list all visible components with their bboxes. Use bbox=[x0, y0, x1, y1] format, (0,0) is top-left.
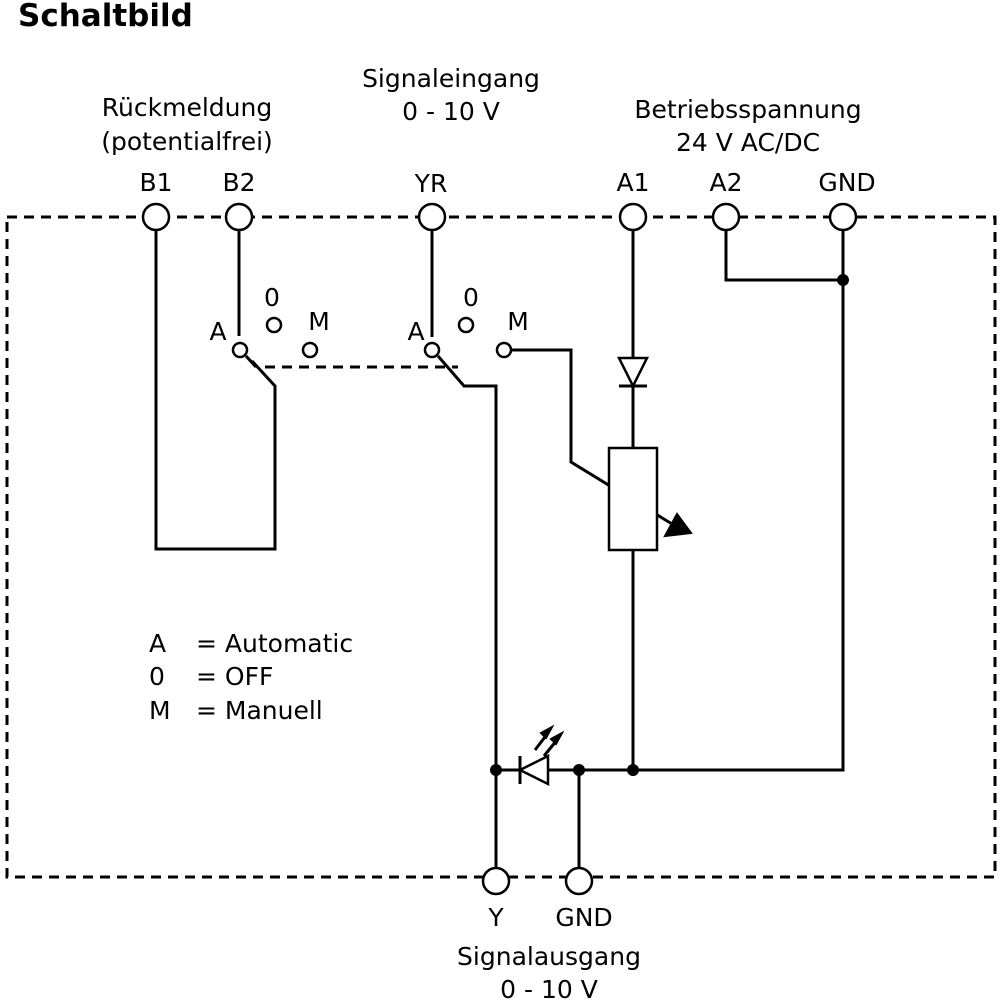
right-switch-blade-wire bbox=[436, 355, 498, 868]
legend: A = Automatic 0 = OFF M = Manuell bbox=[149, 629, 353, 725]
wire-b1-feedback bbox=[154, 230, 277, 551]
signal-input-range: 0 - 10 V bbox=[402, 97, 500, 126]
legend-text: = Manuell bbox=[196, 696, 323, 725]
terminal-gnd-top bbox=[828, 202, 858, 232]
supply-voltage-label: Betriebsspannung bbox=[634, 95, 861, 124]
terminal-label-a2: A2 bbox=[709, 168, 742, 197]
terminal-yr bbox=[417, 202, 447, 232]
terminal-label-gnd-bottom: GND bbox=[555, 903, 612, 932]
feedback-sublabel: (potentialfrei) bbox=[101, 127, 273, 156]
led-icon bbox=[517, 724, 565, 787]
junction-gnd-a2 bbox=[837, 274, 849, 286]
potentiometer bbox=[607, 446, 659, 552]
left-switch-label-a: A bbox=[209, 317, 226, 346]
potentiometer-wiper-arrow-icon bbox=[663, 512, 693, 538]
signal-input-label: Signaleingang bbox=[362, 64, 540, 93]
page-title: Schaltbild bbox=[18, 0, 193, 34]
signal-output-label: Signalausgang bbox=[457, 942, 641, 971]
left-switch-label-0: 0 bbox=[264, 283, 280, 312]
terminal-label-a1: A1 bbox=[616, 168, 649, 197]
terminal-b1 bbox=[141, 202, 171, 232]
terminal-label-y: Y bbox=[487, 903, 504, 932]
left-switch-contact-m bbox=[301, 341, 319, 359]
right-switch-contact-m bbox=[495, 341, 513, 359]
terminal-label-gnd-top: GND bbox=[818, 168, 875, 197]
right-switch-label-m: M bbox=[507, 307, 529, 336]
terminal-gnd-bottom bbox=[564, 866, 594, 896]
junction-y-output bbox=[490, 764, 502, 776]
terminal-a1 bbox=[618, 202, 648, 232]
terminal-label-b1: B1 bbox=[139, 168, 172, 197]
legend-text: = Automatic bbox=[196, 629, 353, 658]
legend-key: M bbox=[149, 696, 171, 725]
right-switch-label-0: 0 bbox=[463, 283, 479, 312]
terminal-a2 bbox=[711, 202, 741, 232]
junction-gnd-output bbox=[573, 764, 585, 776]
left-switch-label-m: M bbox=[308, 307, 330, 336]
wire-gnd-bus bbox=[496, 230, 845, 772]
right-switch-contact-0 bbox=[457, 316, 475, 334]
junction-a1-bus bbox=[627, 764, 639, 776]
rectifier-diode-icon bbox=[616, 356, 650, 389]
right-switch-label-a: A bbox=[407, 317, 424, 346]
terminal-label-yr: YR bbox=[414, 169, 448, 198]
wire-a2-to-gnd bbox=[724, 230, 843, 282]
signal-output-range: 0 - 10 V bbox=[500, 975, 598, 1000]
legend-key: A bbox=[149, 629, 166, 658]
left-switch-contact-0 bbox=[265, 316, 283, 334]
housing-outline bbox=[5, 215, 997, 879]
left-switch-contact-a bbox=[231, 341, 249, 359]
terminal-y bbox=[481, 866, 511, 896]
left-switch-blade bbox=[244, 354, 258, 369]
terminal-b2 bbox=[224, 202, 254, 232]
right-switch-contact-a bbox=[423, 341, 441, 359]
legend-key: 0 bbox=[149, 662, 165, 691]
feedback-label: Rückmeldung bbox=[102, 93, 272, 122]
legend-text: = OFF bbox=[196, 662, 273, 691]
supply-voltage-value: 24 V AC/DC bbox=[676, 128, 820, 157]
terminal-label-b2: B2 bbox=[222, 168, 255, 197]
